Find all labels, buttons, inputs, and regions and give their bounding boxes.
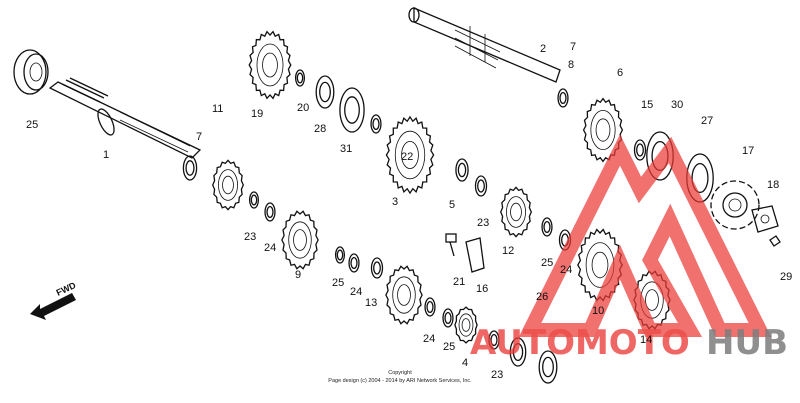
washer-25c — [442, 308, 454, 328]
callout-24: 24 — [350, 286, 362, 298]
callout-3: 3 — [392, 196, 398, 208]
callout-26: 26 — [536, 291, 548, 303]
callout-1: 1 — [103, 149, 109, 161]
callout-9: 9 — [295, 269, 301, 281]
callout-13: 13 — [365, 297, 377, 309]
seal-16 — [633, 139, 647, 161]
callout-10: 10 — [592, 305, 604, 317]
callout-14: 14 — [640, 334, 652, 346]
callout-30: 30 — [671, 99, 683, 111]
bearing-29 — [315, 75, 335, 109]
bushing-7a — [182, 155, 198, 181]
gear-13 — [385, 265, 423, 325]
callout-25: 25 — [443, 341, 455, 353]
stopper-17 — [465, 237, 485, 273]
callout-24: 24 — [264, 242, 276, 254]
bearing-14 — [370, 257, 384, 279]
callout-18: 18 — [767, 179, 779, 191]
callout-8: 8 — [568, 59, 574, 71]
callout-5: 5 — [449, 199, 455, 211]
callout-2: 2 — [540, 43, 546, 55]
logo-text-gray: HUB — [706, 323, 788, 363]
bushing-21 — [294, 69, 306, 87]
logo-text-red: AUTOMOTO — [470, 323, 690, 363]
callout-19: 19 — [251, 108, 263, 120]
callout-12: 12 — [502, 245, 514, 257]
countershaft — [408, 7, 561, 83]
callout-25: 25 — [332, 277, 344, 289]
callout-20: 20 — [297, 102, 309, 114]
gear-3 — [385, 115, 435, 195]
callout-27: 27 — [701, 115, 713, 127]
callout-24: 24 — [423, 333, 435, 345]
copyright-line: Page design (c) 2004 - 2014 by ARI Netwo… — [328, 378, 472, 384]
callout-25: 25 — [26, 119, 38, 131]
fwd-label: FWD — [55, 280, 78, 298]
washer-25d — [541, 217, 553, 237]
callout-23: 23 — [491, 369, 503, 381]
washer-23a — [370, 114, 382, 134]
washer-25b — [334, 246, 346, 264]
washer-24b — [348, 253, 360, 273]
callout-11: 11 — [212, 103, 223, 115]
bolt-22 — [445, 233, 457, 257]
gear-4 — [454, 306, 478, 344]
callout-25: 25 — [541, 257, 553, 269]
callout-16: 16 — [476, 283, 488, 295]
callout-21: 21 — [453, 276, 465, 288]
callout-4: 4 — [462, 357, 468, 369]
callout-17: 17 — [742, 145, 754, 157]
mainshaft — [48, 77, 202, 159]
fwd-arrow: FWD — [30, 280, 78, 320]
needle-bearing-27 — [509, 337, 527, 367]
bearing-27b — [538, 350, 558, 384]
bearing-32 — [339, 87, 365, 133]
gear-20 — [248, 30, 292, 100]
washer-24a — [248, 191, 260, 209]
callout-7: 7 — [570, 41, 576, 53]
callout-6: 6 — [617, 67, 623, 79]
washer-23c — [488, 330, 500, 350]
callout-22: 22 — [401, 151, 413, 163]
callout-31: 31 — [340, 143, 352, 155]
washer-24c — [424, 297, 436, 317]
sprocket-plate-19 — [751, 205, 779, 233]
gear-9 — [281, 210, 319, 270]
callout-23: 23 — [244, 231, 256, 243]
copyright-title: Copyright — [388, 370, 412, 376]
callout-29: 29 — [780, 271, 792, 283]
drive-sprocket-18 — [710, 180, 760, 230]
automotohub-logo: AUTOMOTO HUB — [470, 134, 788, 363]
washer-25a — [264, 202, 276, 222]
gear-12 — [499, 186, 533, 238]
bearing-26 — [13, 49, 49, 95]
callout-24: 24 — [560, 264, 572, 276]
bushing-5 — [455, 158, 469, 182]
bushing-8 — [557, 88, 569, 108]
callout-15: 15 — [641, 99, 653, 111]
bolt-30 — [769, 235, 781, 247]
callout-7: 7 — [196, 131, 202, 143]
washer-23b — [474, 175, 488, 197]
callout-28: 28 — [314, 123, 326, 135]
gear-11 — [211, 159, 245, 211]
callout-23: 23 — [477, 217, 489, 229]
